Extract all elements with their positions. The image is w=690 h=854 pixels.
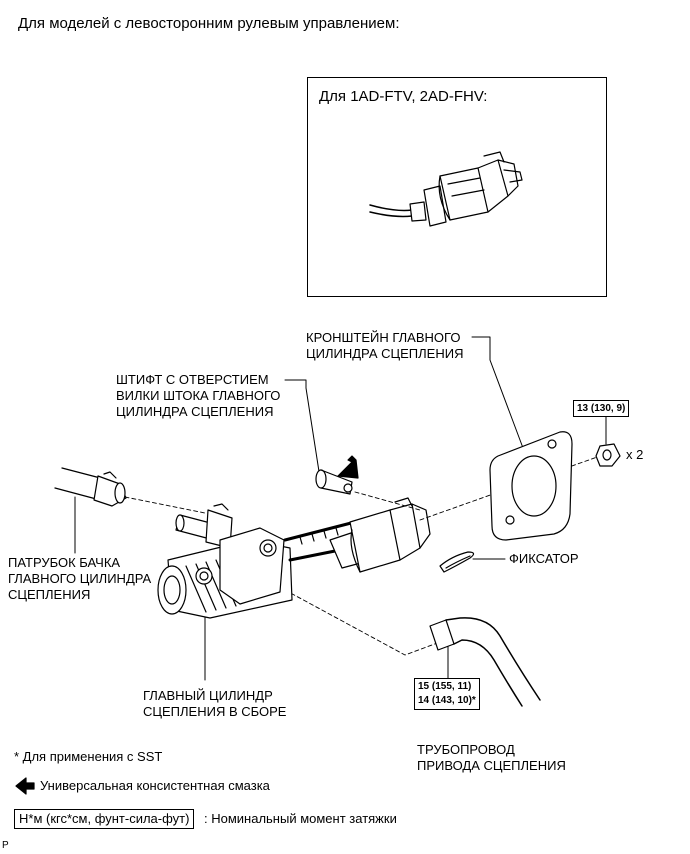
torque-tube-2: 14 (143, 10)* [418,695,476,706]
reservoir-hose [54,467,127,507]
page-title: Для моделей с левосторонним рулевым упра… [18,15,400,32]
label-hose-2: ГЛАВНОГО ЦИЛИНДРА [8,571,152,586]
label-tube-2: ПРИВОДА СЦЕПЛЕНИЯ [417,758,566,773]
label-hose-1: ПАТРУБОК БАЧКА [8,555,121,570]
label-hose-3: СЦЕПЛЕНИЯ [8,587,91,602]
label-assy-1: ГЛАВНЫЙ ЦИЛИНДР [143,688,273,703]
alignment-lines [124,455,601,656]
inset-title: Для 1AD-FTV, 2AD-FHV: [319,88,488,105]
label-clip: ФИКСАТОР [509,551,579,566]
label-bracket-1: КРОНШТЕЙН ГЛАВНОГО [306,330,461,345]
bracket [489,431,573,541]
label-pin-1: ШТИФТ С ОТВЕРСТИЕМ [116,372,269,387]
clevis-pin [315,469,353,495]
label-pin-2: ВИЛКИ ШТОКА ГЛАВНОГО [116,388,281,403]
legend-sst-note: * Для применения с SST [14,749,163,764]
clip [439,551,475,573]
leader-lines [74,336,607,681]
inset-box: Для 1AD-FTV, 2AD-FHV: [307,77,607,297]
footer-letter: P [2,840,9,851]
legend-grease-icon [15,777,35,795]
torque-tube: 15 (155, 11) 14 (143, 10)* [414,678,480,710]
grease-arrow-icon [337,455,359,479]
torque-tube-1: 15 (155, 11) [418,681,472,692]
legend-torque-desc: : Номинальный момент затяжки [204,811,397,826]
label-pin-3: ЦИЛИНДРА СЦЕПЛЕНИЯ [116,404,274,419]
clutch-tube [429,617,541,707]
inset-illustration [369,151,523,227]
label-assy-2: СЦЕПЛЕНИЯ В СБОРЕ [143,704,287,719]
legend-torque-box: Н*м (кгс*см, фунт-сила-фут) [14,809,195,829]
torque-nut: 13 (130, 9) [573,400,630,417]
label-tube-1: ТРУБОПРОВОД [417,742,515,757]
label-bracket-2: ЦИЛИНДРА СЦЕПЛЕНИЯ [306,346,464,361]
nut [595,443,621,467]
label-nut-qty: x 2 [626,447,644,462]
master-cylinder-assembly [157,497,431,619]
legend-grease-text: Универсальная консистентная смазка [40,778,270,793]
